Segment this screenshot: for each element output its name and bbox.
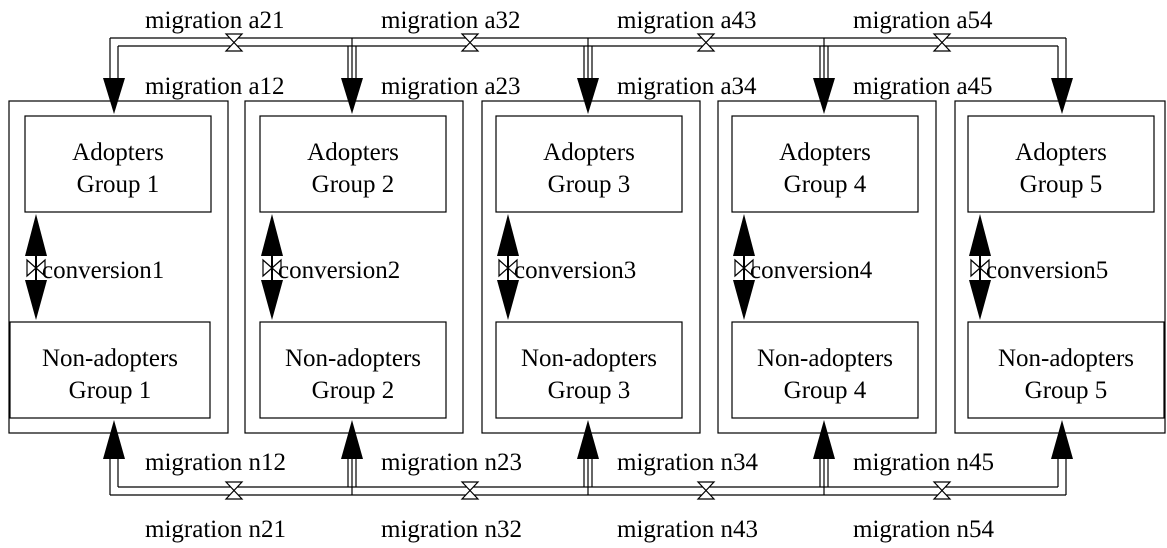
migration-a23-label: migration a23 [381,73,521,100]
valve-icon [696,481,716,500]
valve-icon [932,481,952,500]
adopters-box-2 [259,115,447,213]
nonadopters-2-line2: Group 2 [312,377,395,404]
migration-a43-label: migration a43 [617,7,757,34]
arrowhead-icon [261,280,283,320]
arrowhead-icon [103,78,125,114]
adopters-4-line2: Group 4 [784,171,867,198]
arrowhead-icon [577,420,599,459]
nonadopters-box-2 [259,321,447,419]
group-4: Adopters Group 4 Non-adopters Group 4 co… [717,100,937,434]
valve-icon [460,33,480,52]
arrowhead-icon [813,78,835,114]
migration-a54-label: migration a54 [853,7,993,34]
valve-icon [26,258,46,278]
arrowhead-icon [733,214,755,256]
adopters-5-line1: Adopters [1015,139,1107,166]
nonadopters-migration-pipe [103,420,1073,500]
group-3: Adopters Group 3 Non-adopters Group 3 co… [481,100,701,434]
arrowhead-icon [1051,78,1073,114]
adopters-1-line2: Group 1 [77,171,160,198]
migration-n23-label: migration n23 [381,449,522,476]
group-1-outer-box [8,100,229,434]
valve-icon [970,258,990,278]
migration-n21-label: migration n21 [145,516,286,543]
group-5: Adopters Group 5 Non-adopters Group 5 co… [954,100,1166,434]
migration-n32-label: migration n32 [381,516,522,543]
arrowhead-icon [1051,420,1073,459]
arrowhead-icon [103,420,125,459]
nonadopters-5-line1: Non-adopters [998,345,1134,372]
group-2: Adopters Group 2 Non-adopters Group 2 co… [244,100,464,434]
nonadopters-box-4 [731,321,919,419]
adopters-3-line1: Adopters [543,139,635,166]
nonadopters-box-3 [495,321,683,419]
migration-a21-label: migration a21 [145,7,285,34]
adopters-2-line1: Adopters [307,139,399,166]
arrowhead-icon [969,280,991,320]
valve-icon [932,33,952,52]
group-1: Adopters Group 1 Non-adopters Group 1 co… [8,100,229,434]
adopters-2-line2: Group 2 [312,171,395,198]
arrowhead-icon [261,214,283,256]
adopters-box-4 [731,115,919,213]
conversion-label-2: conversion2 [278,257,400,284]
arrowhead-icon [497,214,519,256]
valve-icon [696,33,716,52]
migration-a12-label: migration a12 [145,73,285,100]
nonadopters-3-line1: Non-adopters [521,345,657,372]
adopters-3-line2: Group 3 [548,171,631,198]
arrowhead-icon [341,420,363,459]
migration-a32-label: migration a32 [381,7,521,34]
arrowhead-icon [969,214,991,256]
nonadopters-2-line1: Non-adopters [285,345,421,372]
arrowhead-icon [25,214,47,256]
arrowhead-icon [25,280,47,320]
adopters-5-line2: Group 5 [1020,171,1103,198]
adopters-4-line1: Adopters [779,139,871,166]
migration-n34-label: migration n34 [617,449,758,476]
nonadopters-1-line1: Non-adopters [42,345,178,372]
adopters-1-line1: Adopters [72,139,164,166]
conversion-label-1: conversion1 [42,257,164,284]
nonadopters-4-line1: Non-adopters [757,345,893,372]
migration-n45-label: migration n45 [853,449,994,476]
arrowhead-icon [577,78,599,114]
migration-a45-label: migration a45 [853,73,993,100]
valve-icon [224,33,244,52]
conversion-label-5: conversion5 [986,257,1108,284]
adopters-migration-pipe [103,33,1073,114]
migration-a34-label: migration a34 [617,73,757,100]
valve-icon [734,258,754,278]
arrowhead-icon [813,420,835,459]
nonadopters-4-line2: Group 4 [784,377,867,404]
migration-n54-label: migration n54 [853,516,994,543]
valve-icon [460,481,480,500]
adopters-box-5 [967,115,1155,213]
conversion-label-3: conversion3 [514,257,636,284]
arrowhead-icon [497,280,519,320]
migration-n12-label: migration n12 [145,449,286,476]
arrowhead-icon [733,280,755,320]
valve-icon [262,258,282,278]
migration-n43-label: migration n43 [617,516,758,543]
nonadopters-1-line2: Group 1 [69,377,152,404]
arrowhead-icon [341,78,363,114]
valve-icon [224,481,244,500]
nonadopters-box-5 [967,321,1165,419]
nonadopters-box-1 [9,321,211,419]
nonadopters-3-line2: Group 3 [548,377,631,404]
adopters-box-1 [24,115,212,213]
conversion-label-4: conversion4 [750,257,873,284]
nonadopters-5-line2: Group 5 [1025,377,1108,404]
adopters-box-3 [495,115,683,213]
valve-icon [498,258,518,278]
